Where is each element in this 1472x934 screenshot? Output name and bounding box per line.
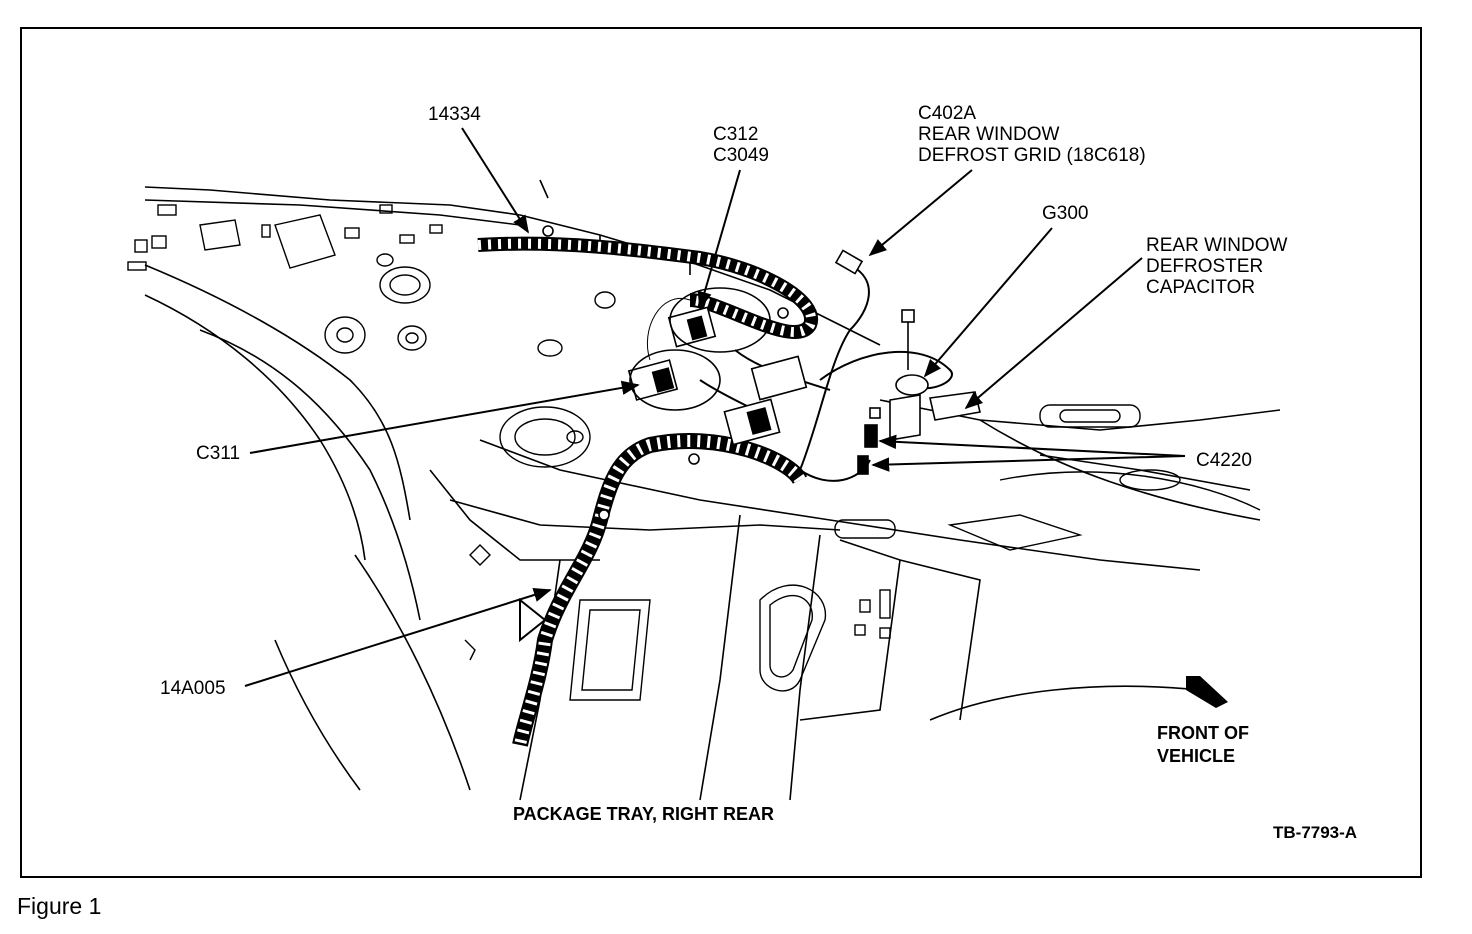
callout-capacitor-line2: DEFROSTER [1146,256,1264,277]
orientation-label-line1: FRONT OF [1157,723,1249,743]
arrow-g300 [923,227,1053,378]
callout-g300: G300 [1042,203,1089,224]
callout-c311: C311 [196,443,241,464]
callout-14334: 14334 [428,104,481,125]
panel-holes [127,204,1261,701]
orientation-label-line2: VEHICLE [1157,746,1236,766]
front-direction-arrow [1186,676,1228,708]
arrow-14334 [461,127,529,234]
diagram-code: TB-7793-A [1273,823,1358,842]
callout-c402a: C402A [918,103,977,124]
diagram-frame [20,27,1422,878]
arrow-14a005 [244,587,552,687]
arrow-c312 [697,169,741,310]
callout-c4220: C4220 [1196,450,1252,471]
arrow-c311 [249,380,640,454]
figure-caption: Figure 1 [17,893,102,919]
callout-capacitor-line3: CAPACITOR [1146,277,1256,298]
callout-c402a-line2: REAR WINDOW [918,124,1060,145]
arrow-c402a [868,169,973,257]
arrow-c4220-a [878,434,1186,457]
arrow-c4220-b [871,455,1186,472]
callout-c312: C312 [713,124,759,145]
callout-c402a-line3: DEFROST GRID (18C618) [918,145,1146,166]
callout-14a005: 14A005 [160,678,226,699]
body-panel-outline [144,179,1281,801]
leader-arrows [244,127,1186,687]
callout-capacitor-line1: REAR WINDOW [1146,235,1288,256]
diagram-caption: PACKAGE TRAY, RIGHT REAR [513,804,775,824]
wiring-harness [477,236,953,747]
callout-c3049: C3049 [713,145,769,166]
connectors [542,225,981,521]
arrow-capacitor [964,257,1143,410]
